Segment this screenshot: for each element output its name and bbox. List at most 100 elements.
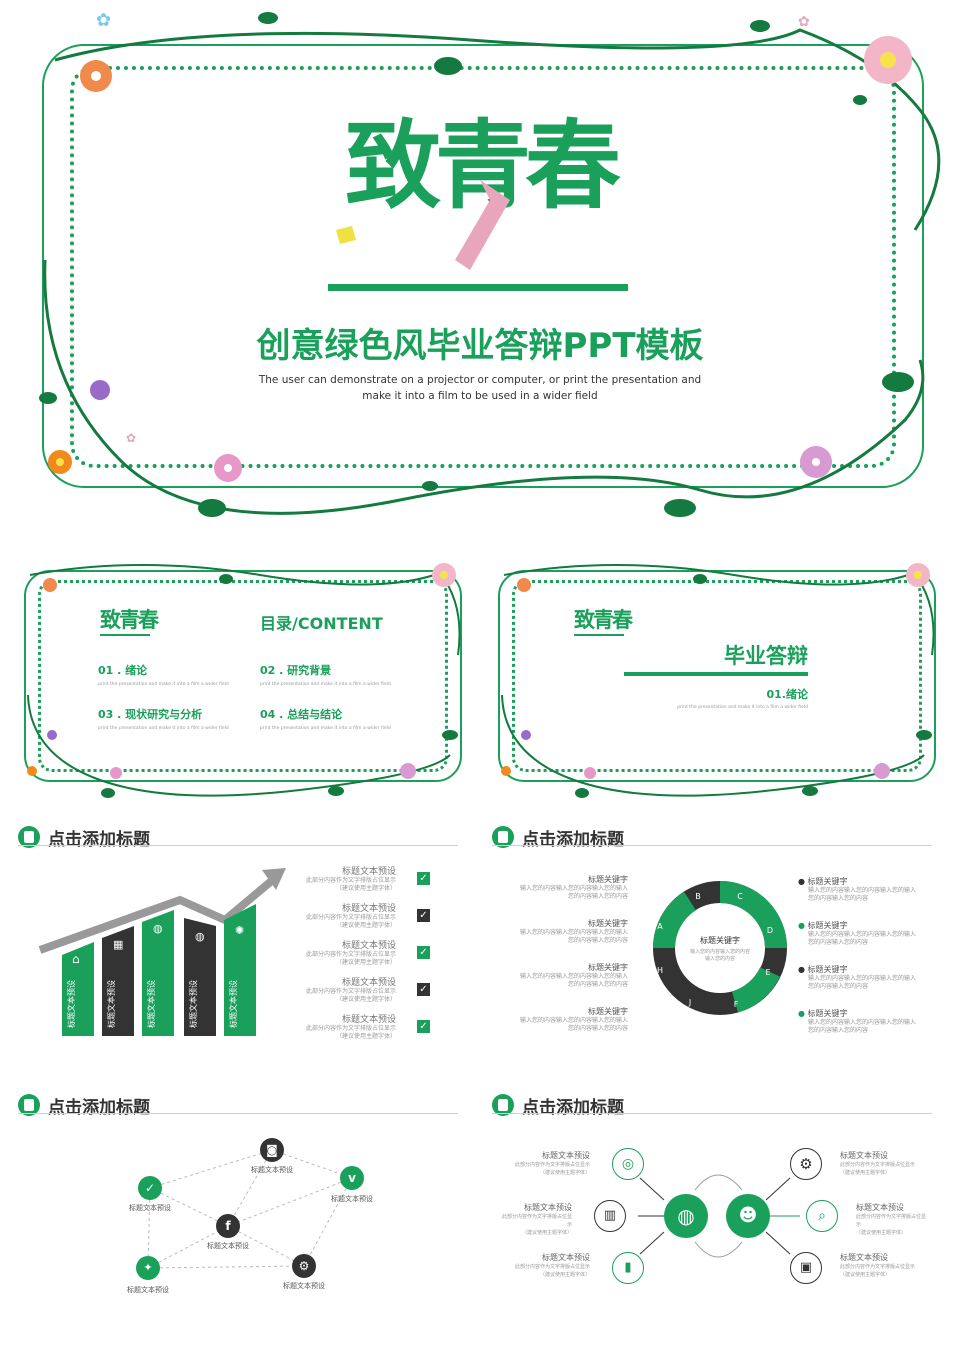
flow-node-bars-icon[interactable]: ▮ [612,1252,644,1284]
flow-label-title: 标题文本预设 [840,1151,888,1160]
cover-vines: ✿ ✿ ✿ [39,10,941,517]
checkbox-icon[interactable]: ✓ [417,1020,430,1033]
keyword-line2: 您的内容输入您的内容 [567,981,628,988]
ring-node-b[interactable]: B [695,892,701,901]
growth-chart [38,868,286,1036]
network-node-instagram[interactable]: ◙ [260,1138,284,1162]
flow-label-line1: 此部分内容作为文字排版占位显示 [514,1264,590,1270]
list-item-line2: （建议使用主题字体） [335,922,396,929]
flow-label-title: 标题文本预设 [856,1203,904,1212]
keyword-line1: 输入您的内容输入您的内容输入您的输入 [519,1017,628,1024]
ring-node-d[interactable]: D [766,926,774,935]
network-node-gear[interactable]: ⚙ [292,1254,316,1278]
checkbox-icon[interactable]: ✓ [417,909,430,922]
list-item[interactable]: 标题关键字 输入您的内容输入您的内容输入您的输入 您的内容输入您的内容 [506,874,628,918]
section-logo-underline [574,634,624,636]
toc-logo: 致青春 [100,608,159,632]
keyword-line2: 您的内容输入您的内容 [808,983,869,990]
toc-item-desc: print the presentation and make it into … [98,726,229,731]
ring-diagram [653,881,787,1015]
toc-dotted-border [38,580,448,772]
toc-heading: 目录/CONTENT [260,614,383,633]
title-divider [492,1113,932,1114]
ring-node-f[interactable]: F [733,1000,739,1009]
toc-logo-underline [100,634,150,636]
bar-icon-globe-2: ◍ [195,930,205,943]
ring-center-desc-2: 输入您的内容 [704,956,735,962]
flow-label-line1: 此部分内容作为文字排版占位显示 [501,1214,572,1228]
flow-right-label-2: 标题文本预设 此部分内容作为文字排版占位显示 （建议使用主题字体） [856,1202,928,1237]
network-node-facebook[interactable]: f [216,1214,240,1238]
list-item[interactable]: 标题文本预设 此部分内容作为文字排版占位显示 （建议使用主题字体） ✓ [300,864,440,901]
toc-item-2[interactable]: 02 . 研究背景 print the presentation and mak… [260,662,400,689]
flow-hub-team-icon[interactable]: ☻ [726,1194,770,1238]
toc-item-desc: print the presentation and make it into … [98,682,229,687]
flow-label-title: 标题文本预设 [542,1151,590,1160]
keyword-line1: 输入您的内容输入您的内容输入您的输入 [519,973,628,980]
list-item-line1: 此部分内容作为文字排版占位显示 [305,914,396,921]
list-item-line1: 此部分内容作为文字排版占位显示 [305,1025,396,1032]
list-item[interactable]: 标题关键字 输入您的内容输入您的内容输入您的输入 您的内容输入您的内容 [506,1006,628,1050]
section-item[interactable]: 01.绪论 [766,688,809,701]
keyword-line1: 输入您的内容输入您的内容输入您的输入 [808,887,917,894]
keyword-label: 标题关键字 [588,1007,628,1016]
flow-node-target-icon[interactable]: ◎ [612,1148,644,1180]
keyword-line1: 输入您的内容输入您的内容输入您的输入 [808,1019,917,1026]
title-icon [492,1094,514,1116]
flow-node-gear-icon[interactable]: ⚙ [790,1148,822,1180]
title-icon [18,1094,40,1116]
section-title-underline [624,672,808,676]
keyword-line2: 您的内容输入您的内容 [567,937,628,944]
flow-node-search-icon[interactable]: ⌕ [806,1200,838,1232]
flow-label-line1: 此部分内容作为文字排版占位显示 [840,1162,916,1168]
ring-node-h[interactable]: H [656,966,663,975]
keyword-label: 标题关键字 [588,875,628,884]
network-label-instagram: 标题文本预设 [251,1166,293,1174]
toc-item-4[interactable]: 04 . 总结与结论 print the presentation and ma… [260,706,400,733]
list-item[interactable]: 标题关键字 输入您的内容输入您的内容输入您的输入 您的内容输入您的内容 [506,918,628,962]
ring-node-c[interactable]: C [737,892,743,901]
list-item[interactable]: ● 标题关键字 输入您的内容输入您的内容输入您的输入 您的内容输入您的内容 [798,876,922,920]
list-item-line1: 此部分内容作为文字排版占位显示 [305,988,396,995]
slide-title[interactable]: 点击添加标题 [48,1098,150,1118]
ring-node-e[interactable]: E [765,968,771,977]
slide-title[interactable]: 点击添加标题 [522,830,624,850]
list-item[interactable]: 标题文本预设 此部分内容作为文字排版占位显示 （建议使用主题字体） ✓ [300,1012,440,1049]
checkbox-icon[interactable]: ✓ [417,983,430,996]
list-item[interactable]: 标题文本预设 此部分内容作为文字排版占位显示 （建议使用主题字体） ✓ [300,975,440,1012]
ring-left-list: 标题关键字 输入您的内容输入您的内容输入您的输入 您的内容输入您的内容 标题关键… [506,874,628,1050]
list-item[interactable]: 标题关键字 输入您的内容输入您的内容输入您的输入 您的内容输入您的内容 [506,962,628,1006]
toc-item-1[interactable]: 01 . 绪论 print the presentation and make … [98,662,238,689]
network-node-vimeo[interactable]: v [340,1166,364,1190]
list-item[interactable]: ● 标题关键字 输入您的内容输入您的内容输入您的输入 您的内容输入您的内容 [798,920,922,964]
keyword-line1: 输入您的内容输入您的内容输入您的输入 [519,885,628,892]
network-label-vimeo: 标题文本预设 [331,1195,373,1203]
list-item[interactable]: 标题文本预设 此部分内容作为文字排版占位显示 （建议使用主题字体） ✓ [300,938,440,975]
flow-node-briefcase-icon[interactable]: ▣ [790,1252,822,1284]
toc-item-label: 01 . 绪论 [98,664,148,677]
ring-node-a[interactable]: A [657,922,663,931]
list-item[interactable]: 标题文本预设 此部分内容作为文字排版占位显示 （建议使用主题字体） ✓ [300,901,440,938]
network-node-check[interactable]: ✓ [138,1176,162,1200]
slide-title[interactable]: 点击添加标题 [522,1098,624,1118]
slide-title[interactable]: 点击添加标题 [48,830,150,850]
checkbox-icon[interactable]: ✓ [417,872,430,885]
list-item[interactable]: ● 标题关键字 输入您的内容输入您的内容输入您的输入 您的内容输入您的内容 [798,1008,922,1052]
network-node-twitter[interactable]: ✦ [136,1256,160,1280]
toc-item-3[interactable]: 03 . 现状研究与分析 print the presentation and … [98,706,238,733]
flow-node-chart-icon[interactable]: ▥ [594,1200,626,1232]
title-divider [18,845,458,846]
flow-label-line2: （建议使用主题字体） [856,1230,907,1236]
cover-title: 创意绿色风毕业答辩PPT模板 [256,326,704,366]
list-item[interactable]: ● 标题关键字 输入您的内容输入您的内容输入您的输入 您的内容输入您的内容 [798,964,922,1008]
ring-node-j[interactable]: J [688,998,692,1007]
section-title: 毕业答辩 [724,644,808,668]
keyword-label: 标题关键字 [588,963,628,972]
network-lines [147,1149,353,1269]
checkbox-icon[interactable]: ✓ [417,946,430,959]
cover-subtitle-2: make it into a film to be used in a wide… [362,390,598,402]
list-item-line2: （建议使用主题字体） [335,1033,396,1040]
keyword-line2: 您的内容输入您的内容 [808,895,869,902]
cover-logo: 致青春 [345,110,621,222]
flow-hub-globe-icon[interactable]: ◍ [664,1194,708,1238]
